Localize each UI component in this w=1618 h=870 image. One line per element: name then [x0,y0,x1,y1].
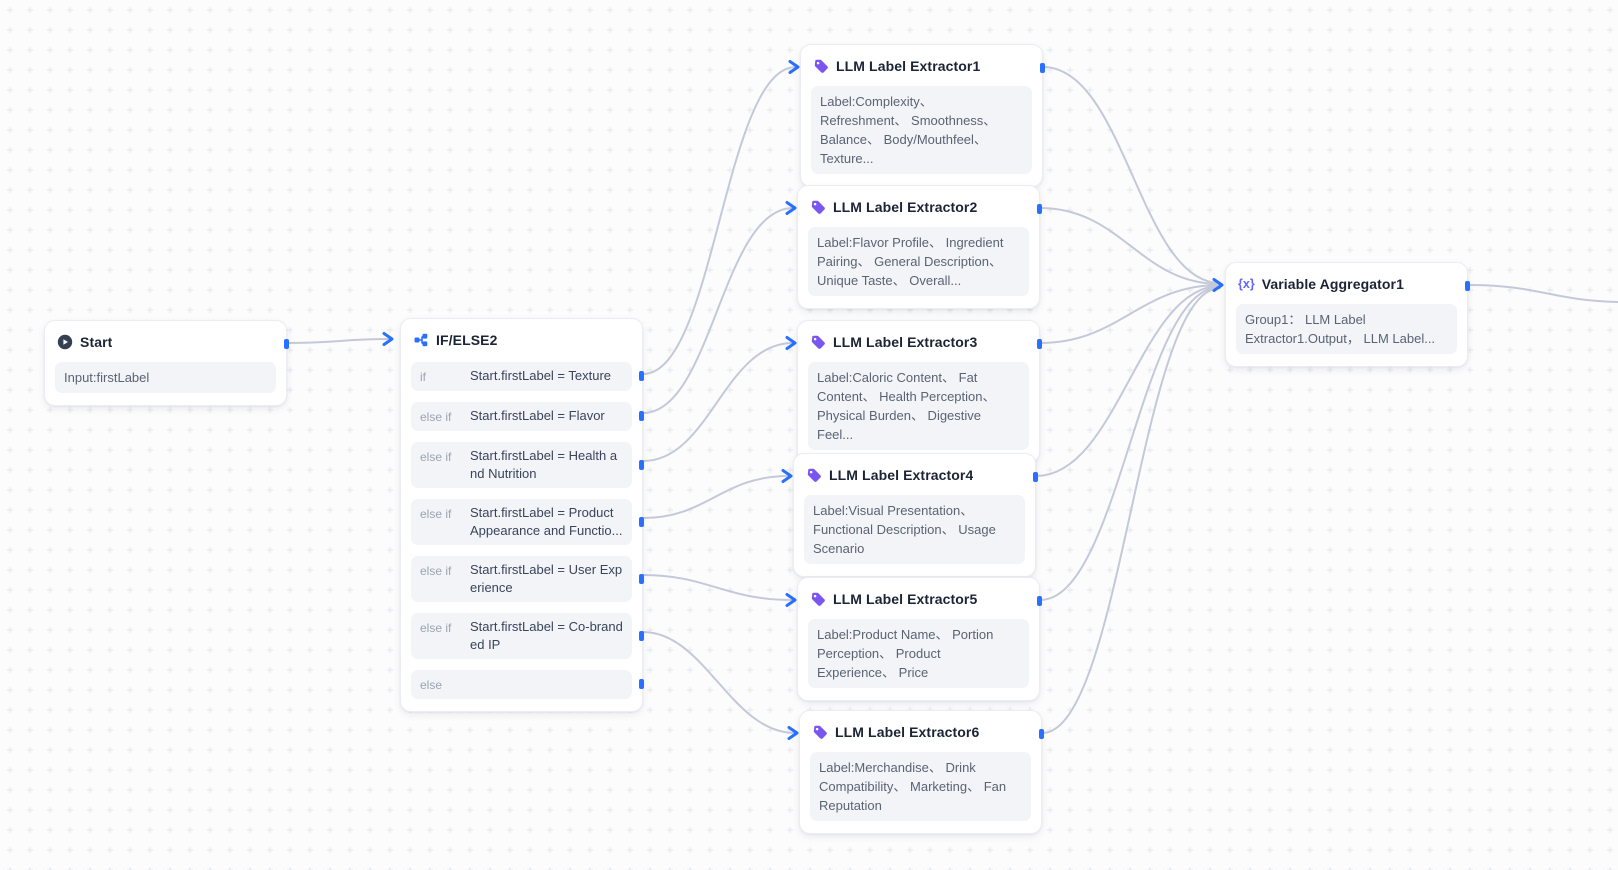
output-handle[interactable] [639,411,644,421]
node-llm-label-extractor6[interactable]: LLM Label Extractor6 Label:Merchandise、 … [799,710,1044,834]
branch-keyword: else [420,678,443,692]
tag-icon [810,334,826,350]
start-input-variable: Input:firstLabel [55,362,276,393]
node-title: LLM Label Extractor3 [833,334,978,350]
edge-elseif1-to-extractor2[interactable] [642,207,794,414]
branch-keyword: else if [420,410,452,424]
node-title: LLM Label Extractor6 [835,724,980,740]
node-llm-label-extractor2[interactable]: LLM Label Extractor2 Label:Flavor Profil… [797,185,1042,309]
node-title: IF/ELSE2 [436,332,498,348]
ifelse-branch-elseif-5: else if Start.firstLabel = Co-branded IP [411,613,644,659]
edge-arrow-icon [787,726,799,740]
edge-elseif5-to-extractor6[interactable] [642,631,796,734]
output-handle[interactable] [639,371,644,381]
output-handle[interactable] [1039,729,1044,739]
extractor-labels: Label:Visual Presentation、 Functional De… [804,495,1025,564]
tag-icon [810,591,826,607]
ifelse-branch-elseif-1: else if Start.firstLabel = Flavor [411,402,644,431]
edge-elseif2-to-extractor3[interactable] [642,342,794,462]
branch-condition: Start.firstLabel = Flavor [470,408,605,423]
extractor-labels: Label:Complexity、 Refreshment、 Smoothnes… [811,86,1032,174]
node-start[interactable]: Start Input:firstLabel [44,320,289,406]
edge-extractor3-to-aggregator[interactable] [1039,284,1221,344]
play-circle-icon [57,334,73,350]
node-variable-aggregator1[interactable]: {x} Variable Aggregator1 Group1： LLM Lab… [1225,262,1470,367]
edge-extractor5-to-aggregator[interactable] [1039,286,1221,601]
edge-arrow-icon [788,60,800,74]
edge-extractor2-to-aggregator[interactable] [1039,207,1221,285]
edge-arrow-icon [1212,278,1224,292]
node-title: LLM Label Extractor5 [833,591,978,607]
node-llm-label-extractor1[interactable]: LLM Label Extractor1 Label:Complexity、 R… [800,44,1045,187]
ifelse-branch-else: else [411,670,644,699]
node-title: LLM Label Extractor4 [829,467,974,483]
output-handle[interactable] [639,517,644,527]
node-llm-label-extractor5[interactable]: LLM Label Extractor5 Label:Product Name、… [797,577,1042,701]
branch-condition: Start.firstLabel = User Experience [470,562,623,595]
branch-keyword: else if [420,507,452,521]
edge-elseif3-to-extractor4[interactable] [642,475,790,519]
output-handle[interactable] [1465,281,1470,291]
extractor-labels: Label:Merchandise、 Drink Compatibility、 … [810,752,1031,821]
output-handle[interactable] [639,679,644,689]
extractor-labels: Label:Flavor Profile、 Ingredient Pairing… [808,227,1029,296]
output-handle[interactable] [1037,204,1042,214]
branch-keyword: else if [420,564,452,578]
variable-x-icon: {x} [1238,277,1255,291]
ifelse-branch-elseif-4: else if Start.firstLabel = User Experien… [411,556,644,602]
branch-condition: Start.firstLabel = Health and Nutrition [470,448,618,481]
edge-arrow-icon [785,593,797,607]
ifelse-branch-if: if Start.firstLabel = Texture [411,362,644,391]
edge-aggregator-out[interactable] [1467,284,1618,303]
edge-arrow-icon [781,469,793,483]
aggregator-groups: Group1： LLM Label Extractor1.Output， LLM… [1236,304,1457,354]
edge-extractor1-to-aggregator[interactable] [1042,66,1221,284]
tag-icon [810,199,826,215]
output-handle[interactable] [639,631,644,641]
tag-icon [812,724,828,740]
tag-icon [806,467,822,483]
output-handle[interactable] [639,574,644,584]
output-handle[interactable] [1033,472,1038,482]
node-title: LLM Label Extractor1 [836,58,981,74]
node-ifelse[interactable]: IF/ELSE2 if Start.firstLabel = Texture e… [400,318,644,712]
branch-icon [413,332,429,348]
tag-icon [813,58,829,74]
output-handle[interactable] [1037,596,1042,606]
output-handle[interactable] [639,460,644,470]
edge-if-to-extractor1[interactable] [642,66,797,375]
node-title: Variable Aggregator1 [1261,276,1404,292]
branch-condition: Start.firstLabel = Texture [470,368,612,383]
ifelse-branch-elseif-3: else if Start.firstLabel = Product Appea… [411,499,644,545]
edge-extractor4-to-aggregator[interactable] [1035,285,1221,477]
node-llm-label-extractor3[interactable]: LLM Label Extractor3 Label:Caloric Conte… [797,320,1042,463]
node-title: Start [80,334,113,350]
edge-extractor6-to-aggregator[interactable] [1041,287,1221,734]
extractor-labels: Label:Product Name、 Portion Perception、 … [808,619,1029,688]
branch-keyword: if [420,370,426,384]
output-handle[interactable] [284,339,289,349]
edge-start-to-ifelse[interactable] [286,338,391,344]
edge-arrow-icon [785,201,797,215]
branch-keyword: else if [420,450,452,464]
extractor-labels: Label:Caloric Content、 Fat Content、 Heal… [808,362,1029,450]
branch-keyword: else if [420,621,452,635]
edge-arrow-icon [785,336,797,350]
branch-condition: Start.firstLabel = Product Appearance an… [470,505,623,538]
edge-elseif4-to-extractor5[interactable] [642,574,794,601]
branch-condition: Start.firstLabel = Co-branded IP [470,619,623,652]
node-title: LLM Label Extractor2 [833,199,978,215]
output-handle[interactable] [1037,339,1042,349]
ifelse-branch-elseif-2: else if Start.firstLabel = Health and Nu… [411,442,644,488]
node-llm-label-extractor4[interactable]: LLM Label Extractor4 Label:Visual Presen… [793,453,1038,577]
output-handle[interactable] [1040,63,1045,73]
edge-arrow-icon [382,332,394,346]
